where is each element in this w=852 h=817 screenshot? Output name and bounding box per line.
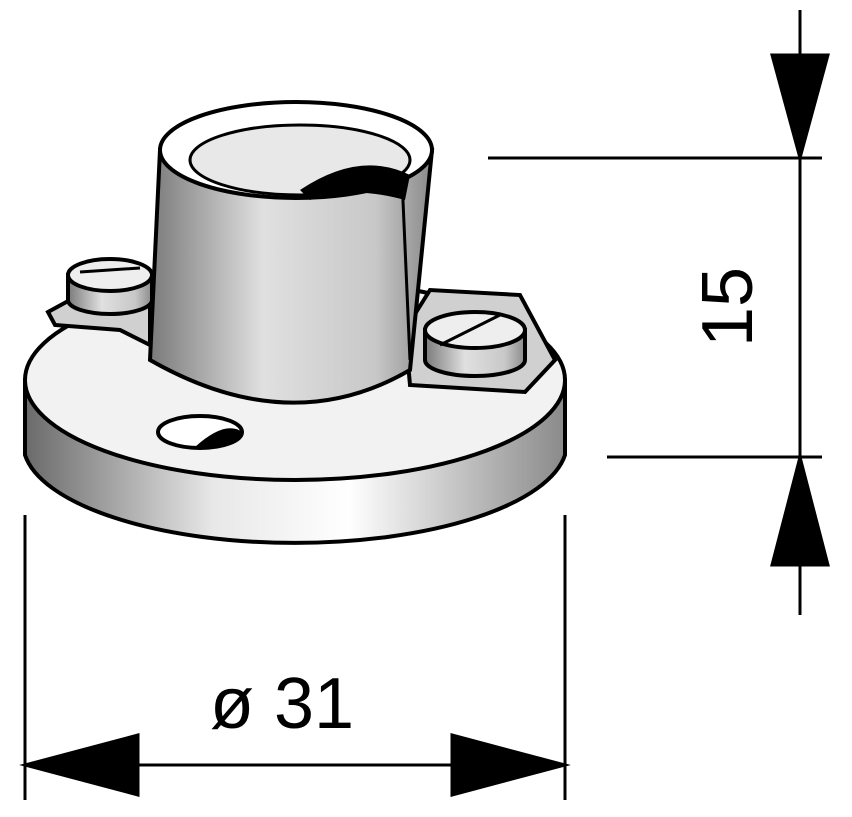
height-label: 15 — [688, 267, 768, 347]
diameter-label: ø 31 — [210, 664, 354, 744]
arrow-left-icon — [19, 733, 140, 797]
height-dimension — [488, 10, 830, 615]
mounting-hole — [156, 414, 244, 450]
screw-left — [66, 257, 154, 316]
lamp-holder — [23, 100, 567, 545]
arrow-up-icon — [770, 451, 830, 567]
arrow-down-icon — [770, 53, 830, 164]
diameter-dimension — [19, 515, 571, 800]
screw-right — [423, 310, 527, 378]
cylinder-body — [147, 100, 435, 405]
arrow-right-icon — [450, 733, 571, 797]
